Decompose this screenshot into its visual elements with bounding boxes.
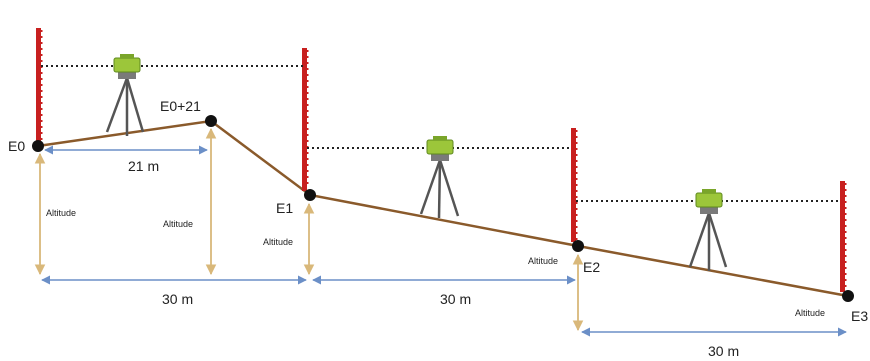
staff-e2	[571, 128, 578, 242]
station-dot-e1	[304, 189, 316, 201]
distance-label-30m-3: 30 m	[708, 343, 739, 359]
staff-e3	[840, 181, 847, 292]
label-e0: E0	[8, 138, 25, 154]
distance-label-21m: 21 m	[128, 158, 159, 174]
altitude-label-e3: Altitude	[795, 308, 825, 318]
distance-label-30m-1: 30 m	[162, 291, 193, 307]
distance-label-30m-2: 30 m	[440, 291, 471, 307]
staff-e1	[302, 48, 309, 191]
label-e0-21: E0+21	[160, 98, 201, 114]
station-dot-e3	[842, 290, 854, 302]
label-e3: E3	[851, 308, 868, 324]
station-dot-e0	[32, 140, 44, 152]
altitude-label-e1: Altitude	[263, 237, 293, 247]
staff-e0	[36, 28, 43, 143]
altitude-label-e2: Altitude	[528, 256, 558, 266]
station-dot-e0-21	[205, 115, 217, 127]
label-e2: E2	[583, 259, 600, 275]
station-dot-e2	[572, 240, 584, 252]
altitude-label-e0-21: Altitude	[163, 219, 193, 229]
level-instrument-icon	[419, 136, 460, 219]
altitude-label-e0: Altitude	[46, 208, 76, 218]
level-instrument-icon	[105, 54, 145, 136]
label-e1: E1	[276, 200, 293, 216]
level-instrument-icon	[688, 189, 728, 271]
